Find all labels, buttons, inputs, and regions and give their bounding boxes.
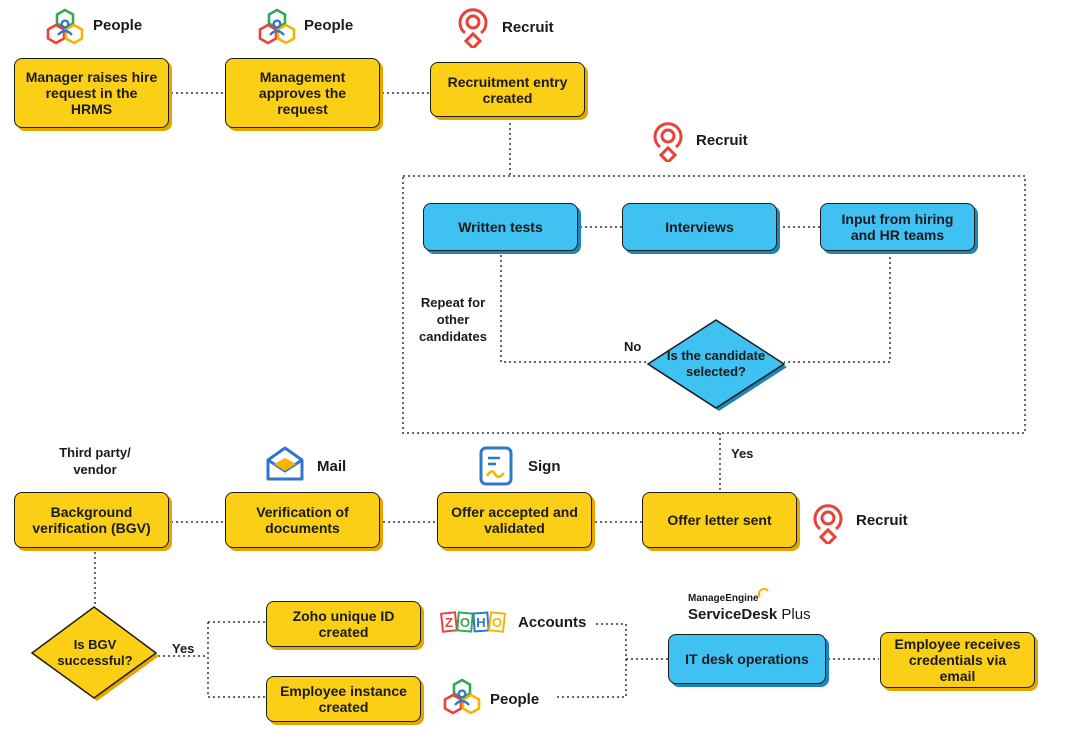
app-label-people: People — [93, 17, 143, 34]
svg-text:O: O — [492, 615, 502, 630]
app-label-sign: Sign — [528, 458, 561, 475]
people-icon — [443, 678, 481, 715]
step-employee-instance: Employee instance created — [266, 676, 421, 722]
step-input-hiring-hr: Input from hiring and HR teams — [820, 203, 975, 251]
recruit-icon — [653, 122, 683, 162]
svg-text:O: O — [460, 615, 470, 630]
step-zoho-unique-id: Zoho unique ID created — [266, 601, 421, 647]
step-hire-request: Manager raises hire request in the HRMS — [14, 58, 169, 128]
connector-accounts-it — [556, 623, 668, 698]
decision-candidate-shape — [646, 319, 787, 411]
note-third-party-vendor: Third party/ vendor — [59, 445, 131, 477]
manageengine-arc-icon — [758, 588, 769, 598]
decision-bgv-shape — [30, 606, 159, 701]
app-label-recruit: Recruit — [856, 512, 908, 529]
edge-label-yes-selected: Yes — [731, 446, 754, 461]
app-label-accounts: Accounts — [518, 614, 587, 631]
edge-label-yes-bgv: Yes — [172, 641, 195, 656]
servicedesk-plus-text: Plus — [781, 606, 811, 623]
decision-bgv-successful: Is BGV successful? — [57, 637, 133, 668]
step-it-desk-operations: IT desk operations — [668, 634, 826, 684]
step-management-approves: Management approves the request — [225, 58, 380, 128]
app-label-people: People — [304, 17, 354, 34]
step-written-tests: Written tests — [423, 203, 578, 251]
app-label-recruit: Recruit — [502, 19, 554, 36]
note-repeat-candidates: Repeat for other candidates — [419, 295, 487, 344]
recruit-stage-frame — [402, 175, 1026, 434]
servicedesk-text: ServiceDesk — [688, 606, 778, 623]
step-interviews: Interviews — [622, 203, 777, 251]
people-icon — [258, 8, 296, 45]
decision-candidate-selected: Is the candidate selected? — [666, 348, 766, 379]
step-offer-accepted: Offer accepted and validated — [437, 492, 592, 548]
sign-icon — [479, 446, 513, 486]
app-label-mail: Mail — [317, 458, 347, 475]
recruit-icon — [458, 8, 488, 48]
connector-input-decision — [784, 252, 891, 363]
connector-bgv-split — [158, 621, 266, 698]
connector-decision-tests — [500, 252, 646, 363]
recruit-icon — [813, 504, 843, 544]
step-verification-documents: Verification of documents — [225, 492, 380, 548]
app-label-people: People — [490, 691, 540, 708]
people-icon — [46, 8, 84, 45]
step-offer-letter-sent: Offer letter sent — [642, 492, 797, 548]
step-employee-credentials: Employee receives credentials via email — [880, 632, 1035, 688]
app-label-recruit: Recruit — [696, 132, 748, 149]
edge-label-no: No — [624, 339, 642, 354]
step-background-verification: Background verification (BGV) — [14, 492, 169, 548]
svg-text:Z: Z — [445, 615, 453, 630]
zoho-logo-icon: Z O H O — [440, 611, 506, 633]
mail-icon — [266, 446, 304, 481]
svg-text:H: H — [476, 615, 485, 630]
servicedesk-plus-logo: ServiceDesk Plus — [688, 606, 811, 623]
step-recruitment-entry: Recruitment entry created — [430, 62, 585, 117]
manageengine-logo: ManageEngine — [688, 593, 759, 604]
